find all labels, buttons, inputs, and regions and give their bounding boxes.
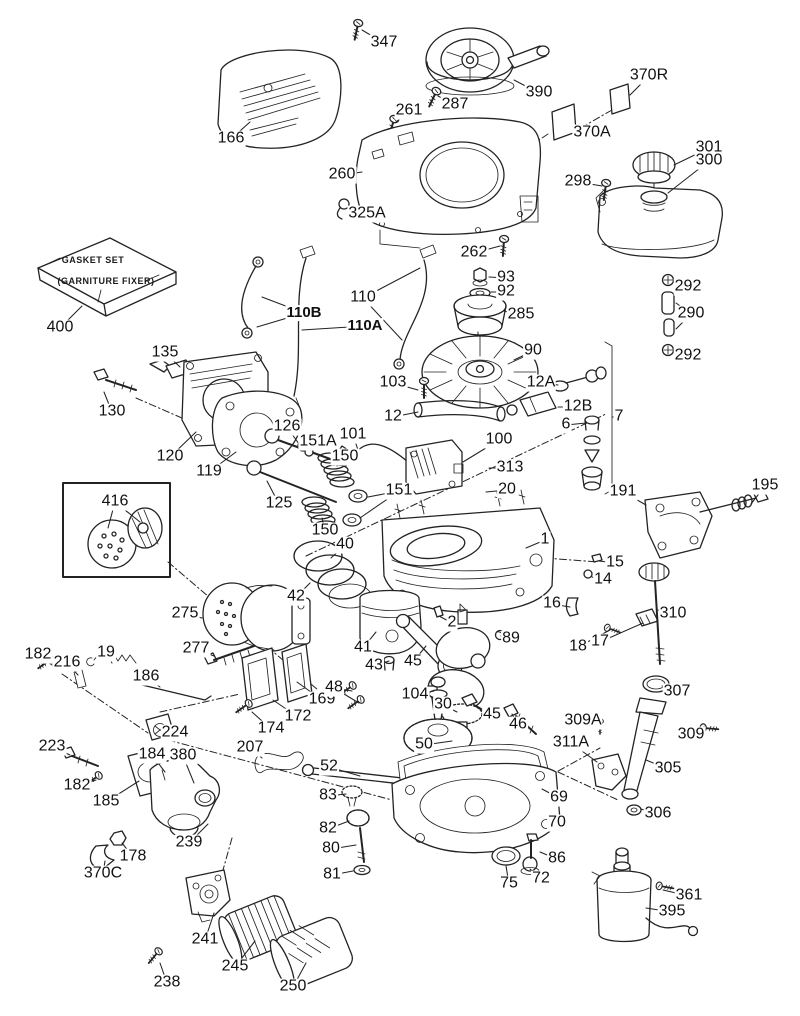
flywheel-art — [421, 267, 539, 409]
bracket-line-7-art — [604, 341, 613, 495]
recoil-starter-art — [425, 27, 550, 96]
bracket-191-art — [644, 490, 769, 559]
air-cleaner-art — [144, 869, 353, 991]
cylinder-head-art — [93, 351, 303, 467]
spacer-stack-art — [661, 273, 675, 357]
oil-sump-art — [391, 743, 561, 875]
starter-solenoid-art — [591, 847, 699, 943]
fuel-line-art — [413, 366, 607, 491]
carburetor-art — [34, 653, 221, 869]
fuel-tank-art — [595, 151, 724, 259]
oil-fill-art — [591, 562, 720, 816]
cylinder-block-art — [381, 489, 555, 613]
gasket-box-subtitle: (GARNITURE FIXER) — [58, 276, 155, 286]
breather-art — [232, 643, 313, 774]
clip-325a-art — [336, 198, 350, 220]
decal-plates-art — [551, 83, 631, 141]
ground-wires-art — [240, 244, 437, 409]
gasket-set-box-art: GASKET SET (GARNITURE FIXER) — [37, 237, 177, 317]
screw-art — [349, 17, 365, 42]
small-hardware-art — [433, 553, 659, 641]
service-kit-box-art — [62, 482, 171, 578]
gasket-box-title: GASKET SET — [62, 255, 125, 265]
ignition-coil-art — [333, 439, 464, 495]
blower-housing-art — [355, 117, 542, 249]
